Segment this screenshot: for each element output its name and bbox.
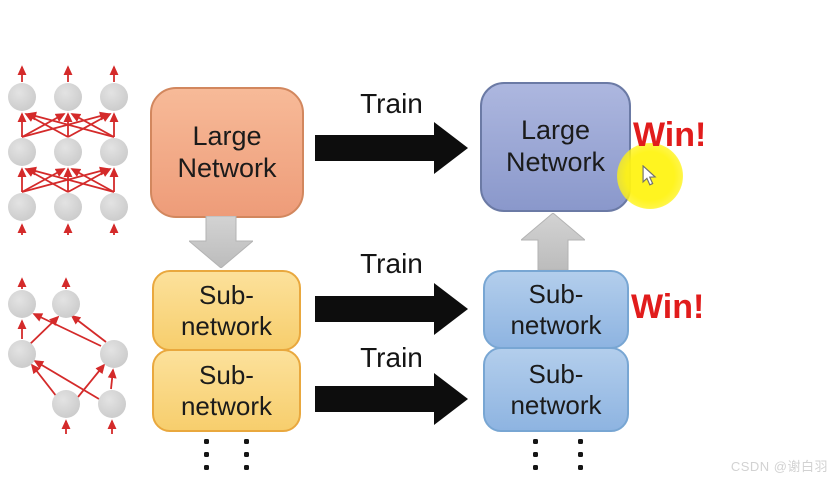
train-arrow-3-icon — [315, 373, 468, 425]
train-label-2: Train — [360, 248, 423, 279]
vertical-ellipsis — [244, 439, 249, 470]
sub-network-box-right-2: Sub- network — [483, 347, 629, 432]
sub-network-label: Sub- network — [510, 278, 602, 340]
dense-neural-network-icon — [8, 65, 128, 235]
sub-network-box-left-2: Sub- network — [152, 349, 301, 432]
train-label-3: Train — [360, 342, 423, 373]
train-arrow-2-icon — [315, 283, 468, 335]
large-network-box-left: Large Network — [150, 87, 304, 218]
large-network-box-right: Large Network — [480, 82, 631, 212]
sub-network-box-left-1: Sub- network — [152, 270, 301, 351]
vertical-ellipsis — [533, 439, 538, 470]
large-network-label: Large Network — [177, 120, 277, 183]
train-label-1: Train — [360, 88, 423, 119]
down-block-arrow-icon — [189, 216, 253, 268]
sub-network-label: Sub- network — [510, 358, 602, 420]
watermark: CSDN @谢白羽 — [730, 459, 828, 474]
vertical-ellipsis — [578, 439, 583, 470]
sub-network-box-right-1: Sub- network — [483, 270, 629, 349]
train-arrow-1-icon — [315, 122, 468, 174]
sparse-neural-network-icon — [8, 277, 128, 434]
vertical-ellipsis — [204, 439, 209, 470]
large-network-label: Large Network — [505, 115, 606, 177]
sub-network-label: Sub- network — [180, 359, 273, 421]
up-block-arrow-icon — [521, 213, 585, 270]
arrow-cursor-icon — [642, 165, 657, 186]
win-label-top: Win! — [633, 116, 707, 154]
win-label-bottom: Win! — [631, 288, 705, 326]
sub-network-label: Sub- network — [180, 279, 273, 341]
